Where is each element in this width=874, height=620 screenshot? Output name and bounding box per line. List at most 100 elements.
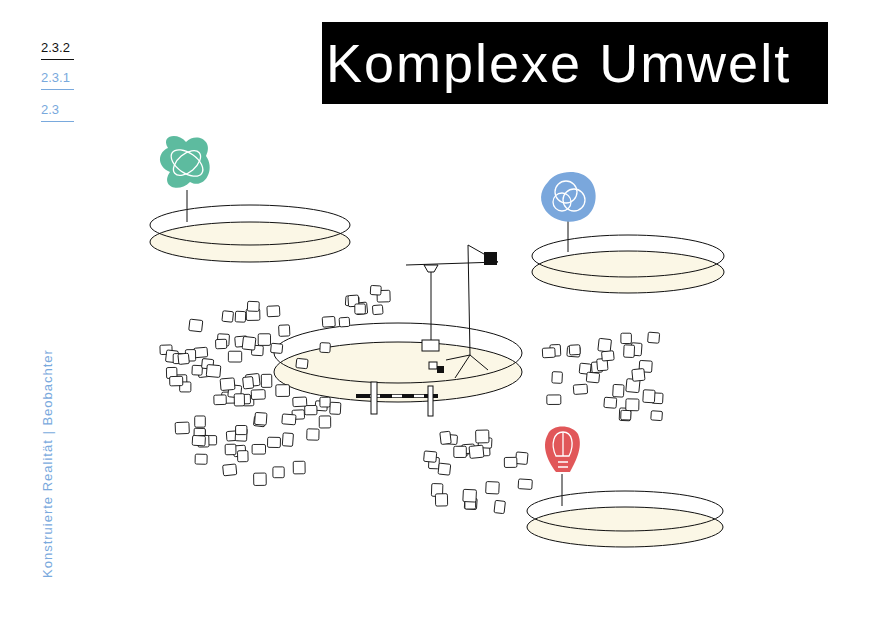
section-number: 2.3.1 xyxy=(41,70,74,90)
texture-square xyxy=(320,397,330,407)
texture-square xyxy=(178,353,189,364)
texture-square xyxy=(621,410,631,420)
texture-square xyxy=(238,451,249,462)
side-label: Konstruierte Realität | Beobachter xyxy=(40,349,56,578)
texture-square xyxy=(542,348,555,358)
texture-square xyxy=(476,430,489,443)
texture-square xyxy=(569,345,580,355)
texture-square xyxy=(440,431,451,444)
disc xyxy=(150,222,350,262)
texture-square xyxy=(424,451,437,462)
texture-square xyxy=(319,416,331,428)
texture-square xyxy=(598,338,612,352)
texture-square xyxy=(267,437,280,447)
crane-figure xyxy=(406,245,498,378)
texture-square xyxy=(175,422,189,434)
texture-square xyxy=(355,304,366,314)
texture-square xyxy=(261,374,272,387)
texture-square xyxy=(624,345,635,358)
texture-square xyxy=(648,332,660,343)
texture-square xyxy=(370,285,381,295)
disc xyxy=(527,507,723,547)
texture-square xyxy=(206,365,221,378)
texture-square xyxy=(621,333,632,343)
texture-square xyxy=(276,385,290,397)
texture-square xyxy=(632,368,645,381)
texture-square xyxy=(602,351,615,361)
texture-square xyxy=(626,399,639,411)
disc xyxy=(274,342,522,402)
fence xyxy=(356,382,438,416)
texture-square xyxy=(547,395,561,405)
texture-square xyxy=(552,372,563,384)
texture-square xyxy=(223,464,237,476)
disc xyxy=(532,235,724,277)
texture-square xyxy=(273,467,284,478)
texture-square xyxy=(216,339,227,349)
texture-square xyxy=(254,473,267,485)
texture-square xyxy=(643,390,655,403)
texture-square xyxy=(222,311,234,323)
blue-symbol xyxy=(541,172,596,222)
texture-square xyxy=(372,305,383,315)
texture-square xyxy=(494,500,505,513)
texture-square xyxy=(293,397,307,407)
texture-square xyxy=(192,365,203,375)
texture-square xyxy=(486,482,500,495)
texture-square xyxy=(225,444,236,455)
texture-square xyxy=(195,416,206,427)
disc xyxy=(527,491,723,531)
texture-square xyxy=(438,463,451,475)
texture-square xyxy=(279,325,290,337)
texture-square xyxy=(515,452,528,465)
texture-square xyxy=(586,372,599,383)
section-number: 2.3 xyxy=(41,102,74,122)
title: Komplexe Umwelt xyxy=(326,32,791,94)
texture-square xyxy=(282,433,293,447)
texture-square xyxy=(296,358,308,368)
disc xyxy=(532,251,724,293)
texture-square xyxy=(454,446,467,457)
texture-square xyxy=(192,435,205,445)
texture-square xyxy=(604,397,617,408)
texture-square xyxy=(242,336,256,350)
texture-square xyxy=(573,384,587,394)
texture-square xyxy=(320,343,331,353)
disc xyxy=(150,205,350,245)
texture-square xyxy=(518,479,532,490)
texture-square xyxy=(307,429,319,440)
texture-square xyxy=(220,378,235,391)
texture-square xyxy=(255,412,267,425)
texture-square xyxy=(355,302,367,315)
texture-square xyxy=(235,311,246,322)
texture-square xyxy=(305,405,317,414)
texture-square xyxy=(228,351,241,362)
texture-square xyxy=(236,426,247,435)
texture-square xyxy=(267,306,280,317)
texture-square xyxy=(651,411,663,421)
title-bar: Komplexe Umwelt xyxy=(322,22,828,104)
texture-square xyxy=(613,384,624,397)
texture-square xyxy=(243,377,254,389)
texture-square xyxy=(170,376,183,386)
texture-square xyxy=(330,402,341,414)
texture-square xyxy=(214,395,227,405)
texture-square xyxy=(252,444,265,454)
texture-square xyxy=(282,414,296,425)
texture-square xyxy=(322,316,335,327)
texture-square xyxy=(251,390,265,400)
red-bulb-symbol xyxy=(545,427,580,473)
texture-square xyxy=(463,489,477,502)
texture-square xyxy=(247,301,259,311)
texture-square xyxy=(271,343,283,353)
texture-square xyxy=(189,319,203,332)
texture-square xyxy=(293,461,305,474)
texture-square xyxy=(469,445,484,458)
texture-square xyxy=(195,454,207,464)
texture-square xyxy=(435,494,447,506)
texture-square xyxy=(258,334,270,346)
disc xyxy=(274,323,522,383)
texture-square xyxy=(339,317,350,327)
texture-square xyxy=(504,457,517,467)
green-symbol xyxy=(160,136,210,188)
